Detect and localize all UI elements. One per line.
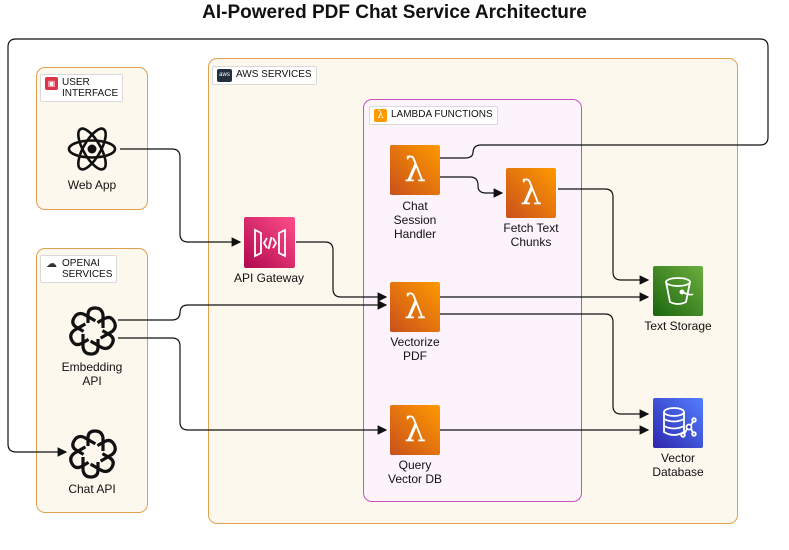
openai-services-label: OPENAI SERVICES (62, 258, 113, 280)
openai-chat-icon[interactable] (67, 428, 119, 480)
edge-vectorize-vectordb (440, 313, 650, 419)
react-icon[interactable] (66, 125, 118, 173)
openai-knot-petal (89, 452, 115, 474)
edge-webapp-apigateway (120, 148, 242, 247)
openai-services-tag: ☁ OPENAI SERVICES (40, 255, 118, 283)
openai-knot-petal (69, 445, 90, 470)
user-interface-tag: ▣ USER INTERFACE (40, 74, 124, 102)
diagram-title: AI-Powered PDF Chat Service Architecture (202, 2, 587, 23)
api-gateway-icon[interactable] (244, 217, 295, 268)
text-storage-icon[interactable] (653, 266, 703, 316)
edge-embedding-vectorize (118, 300, 388, 321)
openai-knot-petal (69, 322, 90, 347)
vector-database-label: Vector Database (652, 451, 704, 479)
database-icon (663, 407, 697, 438)
user-interface-icon: ▣ (45, 77, 58, 90)
chat-session-handler-label: Chat Session Handler (393, 199, 437, 241)
openai-knot-petal (86, 306, 105, 328)
text-storage-label: Text Storage (644, 319, 712, 333)
web-app-label: Web App (67, 178, 117, 192)
lambda-functions-tag: λ LAMBDA FUNCTIONS (369, 106, 498, 125)
openai-knot-petal (81, 457, 100, 479)
openai-embedding-icon[interactable] (67, 305, 119, 357)
edge-embedding-query (118, 337, 388, 435)
vector-database-icon[interactable] (653, 398, 703, 448)
bucket-icon (665, 277, 694, 305)
api-gateway-glyph (253, 228, 286, 257)
edge-chat-fetch (440, 176, 504, 198)
lambda-small-icon: λ (374, 109, 387, 122)
aws-services-label: AWS SERVICES (236, 69, 312, 80)
api-gateway-label: API Gateway (233, 271, 305, 285)
openai-knot-petal (81, 334, 100, 356)
openai-knot-petal (89, 329, 115, 351)
chat-api-label: Chat API (68, 482, 116, 496)
edge-chat-chatapi (7, 38, 769, 457)
edge-apigateway-vectorize (296, 241, 388, 302)
openai-knot-petal (96, 438, 117, 463)
edge-fetch-textstorage (558, 188, 650, 285)
vectorize-pdf-label: Vectorize PDF (390, 335, 440, 363)
cloud-icon: ☁ (45, 258, 58, 271)
openai-knot-petal (71, 434, 97, 456)
chat-session-handler-lambda-icon[interactable]: λ (390, 145, 440, 195)
fetch-text-chunks-lambda-icon[interactable]: λ (506, 168, 556, 218)
fetch-text-chunks-label: Fetch Text Chunks (503, 221, 559, 249)
vectorize-pdf-lambda-icon[interactable]: λ (390, 282, 440, 332)
query-vector-db-label: Query Vector DB (387, 458, 443, 486)
embedding-api-label: Embedding API (61, 360, 123, 388)
query-vector-db-lambda-icon[interactable]: λ (390, 405, 440, 455)
openai-knot-petal (96, 315, 117, 340)
aws-services-tag: aws AWS SERVICES (212, 66, 317, 85)
openai-services-group (36, 248, 148, 513)
openai-knot-petal (71, 311, 97, 333)
user-interface-label: USER INTERFACE (62, 77, 119, 99)
lambda-functions-label: LAMBDA FUNCTIONS (391, 109, 493, 120)
openai-knot-petal (86, 429, 105, 451)
aws-logo-icon: aws (217, 69, 232, 82)
